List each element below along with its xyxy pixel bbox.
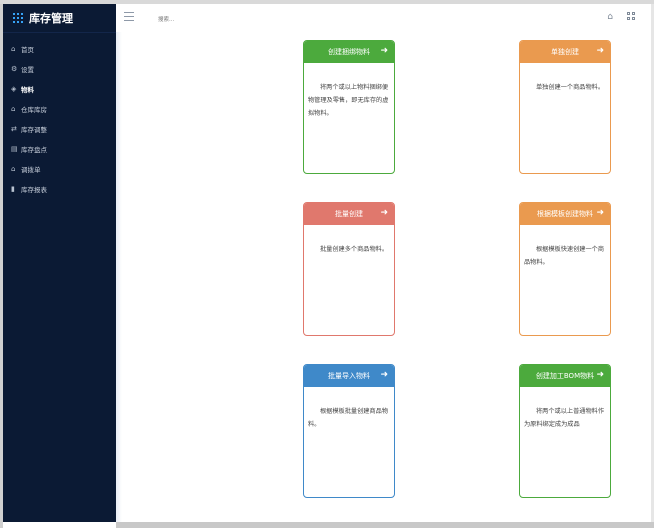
sidebar-item-label: 库存盘点 — [21, 146, 47, 154]
card-title: 批量创建 — [335, 210, 363, 218]
card-batch-import[interactable]: 批量导入物料 ➜ 根据模板批量创建商品物料。 — [303, 364, 395, 498]
home-icon: ⌂ — [11, 45, 16, 53]
sidebar-item-label: 首页 — [21, 46, 34, 54]
card-description: 单独创建一个商品物料。 — [536, 84, 605, 91]
gear-icon: ⚙ — [11, 65, 18, 73]
arrow-right-icon[interactable]: ➜ — [380, 46, 388, 56]
card-description: 根据模板快速创建一个商品物料。 — [524, 246, 605, 266]
card-batch-create[interactable]: 批量创建 ➜ 批量创建多个商品物料。 — [303, 202, 395, 336]
card-header: 批量导入物料 ➜ — [304, 365, 394, 387]
sidebar-item-label: 库存调整 — [21, 126, 47, 134]
card-description: 根据模板批量创建商品物料。 — [308, 408, 389, 428]
card-header: 批量创建 ➜ — [304, 203, 394, 225]
card-single-create[interactable]: 单独创建 ➜ 单独创建一个商品物料。 — [519, 40, 611, 174]
card-header: 创建捆绑物料 ➜ — [304, 41, 394, 63]
sidebar-item-warehouse[interactable]: ⌂ 仓库库房 — [3, 99, 116, 119]
card-title: 创建捆绑物料 — [328, 48, 370, 56]
window-top-border — [0, 0, 654, 4]
search-input[interactable] — [156, 14, 280, 26]
arrow-right-icon[interactable]: ➜ — [380, 370, 388, 380]
app-title: 库存管理 — [29, 12, 73, 25]
brand[interactable]: 库存管理 — [3, 4, 116, 33]
card-header: 根据模板创建物料 ➜ — [520, 203, 610, 225]
adjust-icon: ⇄ — [11, 125, 17, 133]
card-template-create[interactable]: 根据模板创建物料 ➜ 根据模板快速创建一个商品物料。 — [519, 202, 611, 336]
topbar: ⌂ — [116, 4, 651, 33]
inventory-icon: ▤ — [11, 145, 18, 153]
card-description: 将两个或以上物料捆绑便物管理及零售，即无库存的虚拟物料。 — [308, 84, 389, 117]
card-description: 批量创建多个商品物料。 — [320, 246, 389, 253]
sidebar-item-label: 仓库库房 — [21, 106, 47, 114]
window-right-border — [651, 4, 654, 522]
horizontal-scrollbar[interactable] — [116, 522, 654, 528]
arrow-right-icon[interactable]: ➜ — [596, 46, 604, 56]
warehouse-icon: ⌂ — [11, 105, 16, 113]
sidebar-menu: ⌂ 首页 ⚙ 设置 ◈ 物料 ⌂ 仓库库房 ⇄ 库存调整 ▤ 库存盘点 — [3, 39, 116, 199]
arrow-right-icon[interactable]: ➜ — [380, 208, 388, 218]
card-title: 根据模板创建物料 — [537, 210, 593, 218]
cube-icon: ◈ — [11, 85, 17, 93]
card-bundle-material[interactable]: 创建捆绑物料 ➜ 将两个或以上物料捆绑便物管理及零售，即无库存的虚拟物料。 — [303, 40, 395, 174]
sidebar-item-home[interactable]: ⌂ 首页 — [3, 39, 116, 59]
card-title: 创建加工BOM物料 — [535, 372, 595, 380]
sidebar-item-stock-count[interactable]: ▤ 库存盘点 — [3, 139, 116, 159]
sidebar-item-label: 库存报表 — [21, 186, 47, 194]
sidebar-item-materials[interactable]: ◈ 物料 — [3, 79, 116, 99]
content-edge — [116, 32, 122, 522]
sidebar-item-settings[interactable]: ⚙ 设置 — [3, 59, 116, 79]
card-bom-create[interactable]: 创建加工BOM物料 ➜ 将两个或以上普通物料作为原料绑定成为成品 — [519, 364, 611, 498]
card-description: 将两个或以上普通物料作为原料绑定成为成品 — [524, 408, 605, 428]
card-header: 创建加工BOM物料 ➜ — [520, 365, 610, 387]
card-title: 批量导入物料 — [328, 372, 370, 380]
arrow-right-icon[interactable]: ➜ — [596, 208, 604, 218]
sidebar-item-label: 调拨单 — [21, 166, 41, 174]
menu-toggle-icon[interactable] — [124, 12, 134, 21]
grid-logo-icon — [13, 13, 23, 23]
sidebar-item-stock-adjust[interactable]: ⇄ 库存调整 — [3, 119, 116, 139]
sidebar: 库存管理 ⌂ 首页 ⚙ 设置 ◈ 物料 ⌂ 仓库库房 ⇄ 库存调整 — [3, 4, 116, 522]
card-header: 单独创建 ➜ — [520, 41, 610, 63]
card-title: 单独创建 — [551, 48, 579, 56]
transfer-icon: ⌂ — [11, 165, 16, 173]
sidebar-item-report[interactable]: ▮ 库存报表 — [3, 179, 116, 199]
window-left-border — [0, 4, 3, 528]
home-icon[interactable]: ⌂ — [607, 12, 613, 22]
arrow-right-icon[interactable]: ➜ — [596, 370, 604, 380]
sidebar-item-label: 物料 — [21, 86, 34, 94]
report-icon: ▮ — [11, 185, 15, 193]
apps-grid-icon[interactable] — [627, 12, 635, 20]
sidebar-item-label: 设置 — [21, 66, 34, 74]
sidebar-item-transfer[interactable]: ⌂ 调拨单 — [3, 159, 116, 179]
